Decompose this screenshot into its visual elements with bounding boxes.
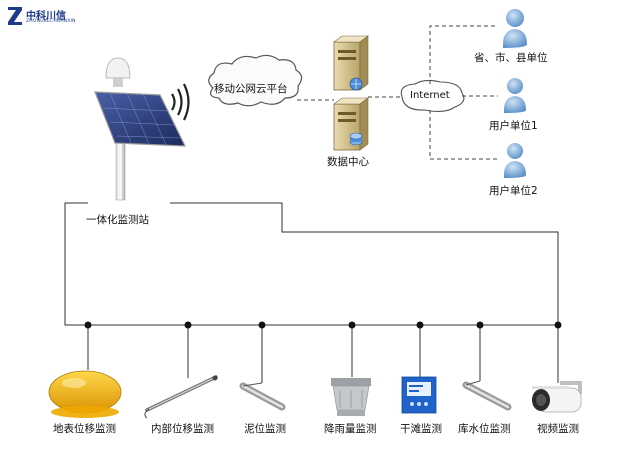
cloud-shape bbox=[208, 54, 303, 107]
sensor-label-video: 视频监测 bbox=[537, 423, 579, 435]
sensor-label-dry-beach: 干滩监测 bbox=[400, 423, 442, 435]
logo-subtitle: ZHONGKECHUANXIN bbox=[26, 19, 76, 24]
data-center-server-icon bbox=[333, 35, 369, 151]
user-label-unit-1: 用户单位1 bbox=[489, 120, 538, 132]
sensor-label-reservoir-level: 库水位监测 bbox=[458, 423, 511, 435]
internal-displacement-sensor-icon bbox=[144, 375, 218, 419]
mud-level-sensor-icon bbox=[239, 382, 286, 411]
network-dashed-links bbox=[297, 25, 498, 160]
monitoring-station-icon bbox=[94, 57, 186, 201]
wireless-signal-icon bbox=[171, 83, 190, 121]
sensor-label-rainfall: 降雨量监测 bbox=[324, 423, 377, 435]
internet-oval bbox=[400, 79, 465, 113]
internet-label: Internet bbox=[410, 90, 450, 101]
video-camera-icon bbox=[532, 381, 582, 413]
rain-gauge-icon bbox=[331, 378, 371, 416]
junction-dots bbox=[84, 321, 562, 329]
sensor-label-internal-displacement: 内部位移监测 bbox=[151, 423, 214, 435]
cable-lines bbox=[64, 202, 559, 383]
station-label: 一体化监测站 bbox=[86, 214, 149, 226]
logo-mark bbox=[8, 7, 22, 25]
reservoir-water-level-sensor-icon bbox=[462, 380, 512, 411]
sensor-label-mud-level: 泥位监测 bbox=[244, 423, 286, 435]
user-icon-unit-1 bbox=[504, 78, 526, 113]
dry-beach-sensor-icon bbox=[401, 376, 437, 414]
surface-displacement-sensor-icon bbox=[48, 370, 122, 418]
cloud-label: 移动公网云平台 bbox=[214, 83, 288, 95]
sensor-label-surface-displacement: 地表位移监测 bbox=[53, 423, 116, 435]
user-icon-unit-2 bbox=[504, 143, 526, 178]
data-center-label: 数据中心 bbox=[327, 156, 369, 168]
logo-name: 中科川信 bbox=[26, 11, 66, 22]
user-label-province: 省、市、县单位 bbox=[474, 52, 548, 64]
user-label-unit-2: 用户单位2 bbox=[489, 185, 538, 197]
user-icon-province bbox=[503, 9, 527, 48]
